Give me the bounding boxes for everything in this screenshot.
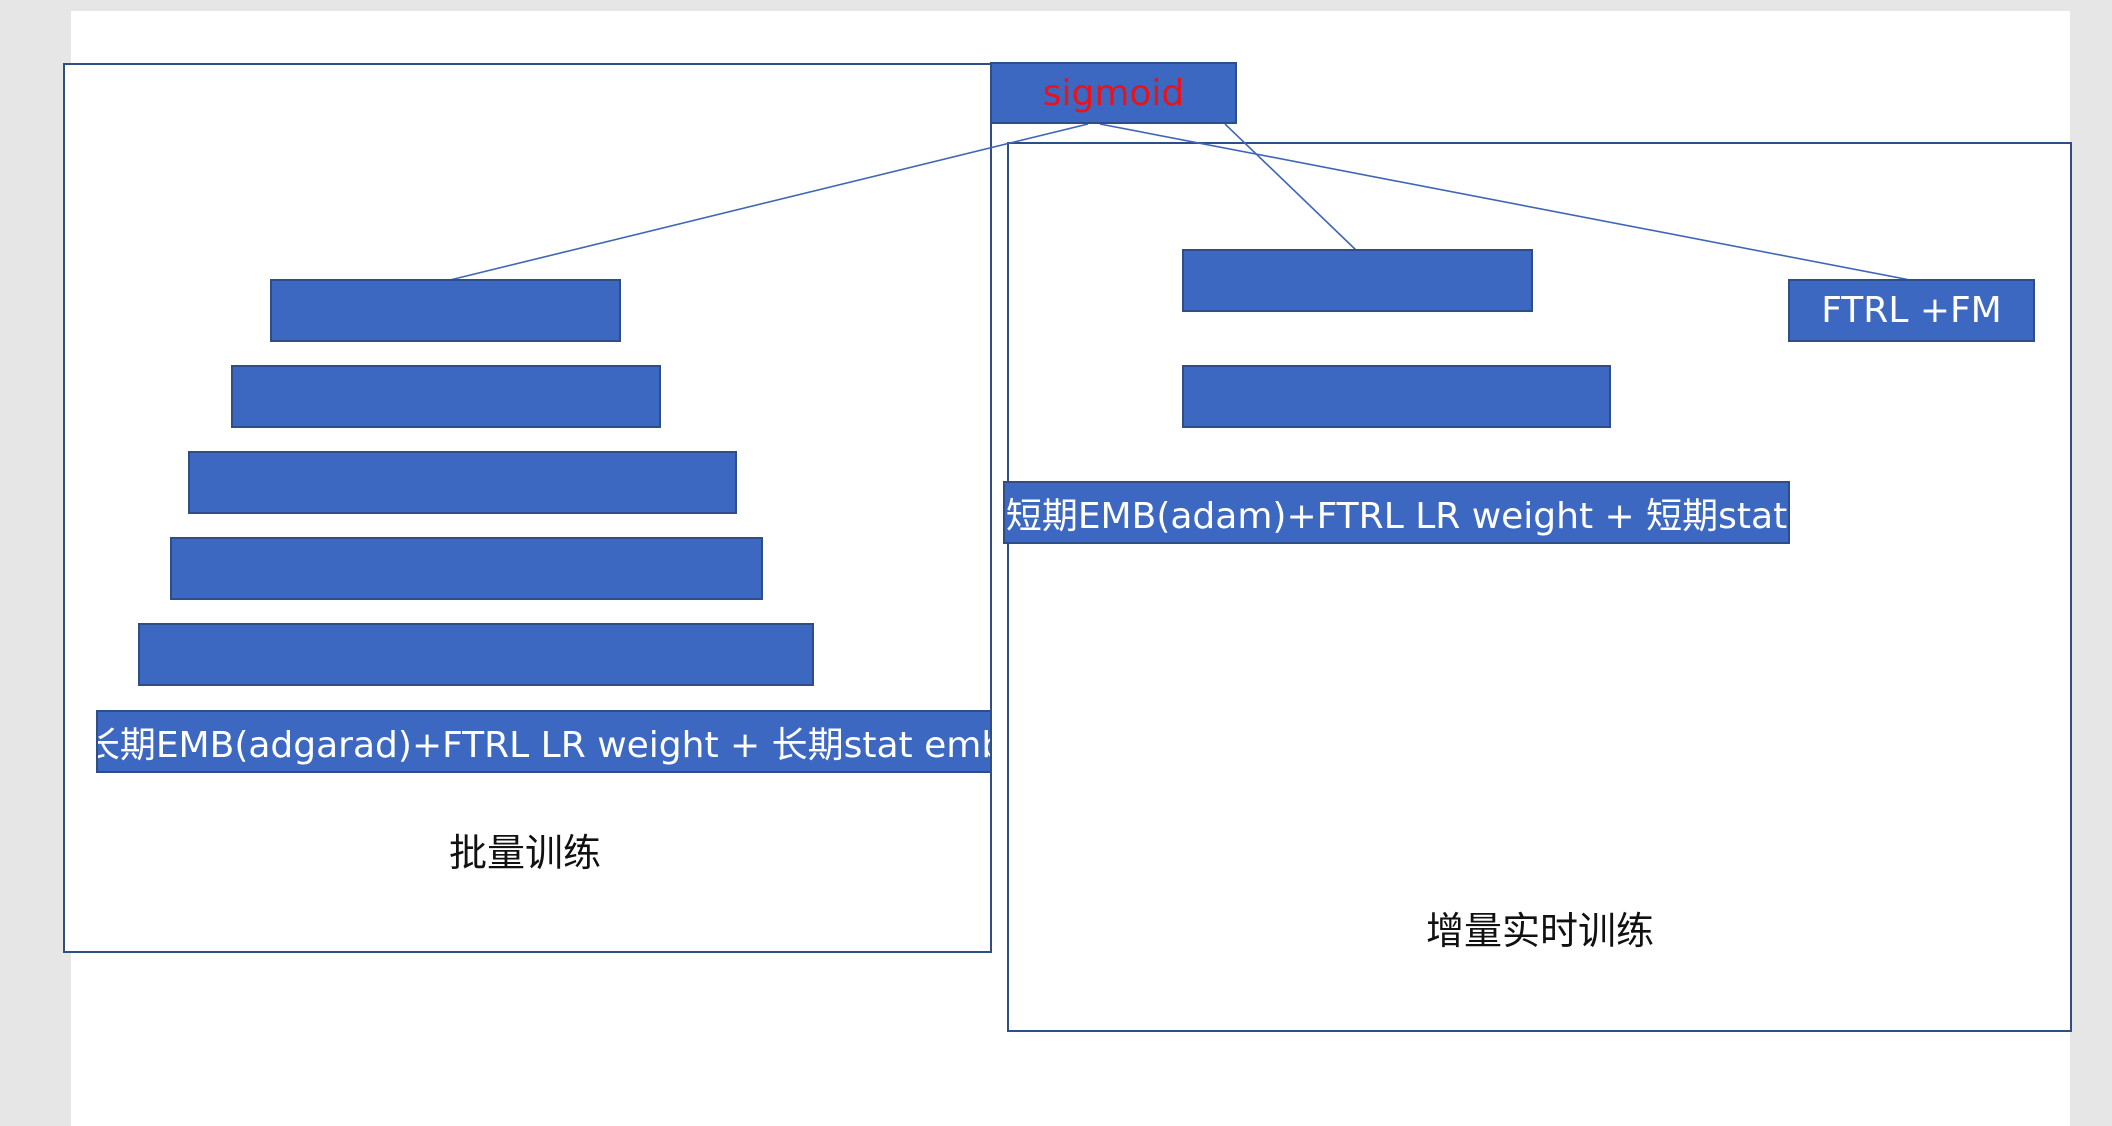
batch-base-embedding-bar: 长期EMB(adgarad)+FTRL LR weight + 长期stat e… [96,710,992,773]
batch-tower-layer-4 [170,537,763,600]
sigmoid-node: sigmoid [990,62,1237,124]
incremental-training-caption: 增量实时训练 [1425,909,1654,953]
ftrl-fm-node: FTRL +FM [1788,279,2035,342]
incremental-tower-layer-1 [1182,249,1533,312]
batch-tower-layer-5 [138,623,814,686]
incremental-base-embedding-bar: 短期EMB(adam)+FTRL LR weight + 短期stat [1003,481,1790,544]
incremental-training-panel [1007,142,2072,1032]
batch-training-caption: 批量训练 [448,831,601,875]
batch-tower-layer-2 [231,365,661,428]
batch-tower-layer-1 [270,279,621,342]
batch-tower-layer-3 [188,451,737,514]
incremental-tower-layer-2 [1182,365,1611,428]
